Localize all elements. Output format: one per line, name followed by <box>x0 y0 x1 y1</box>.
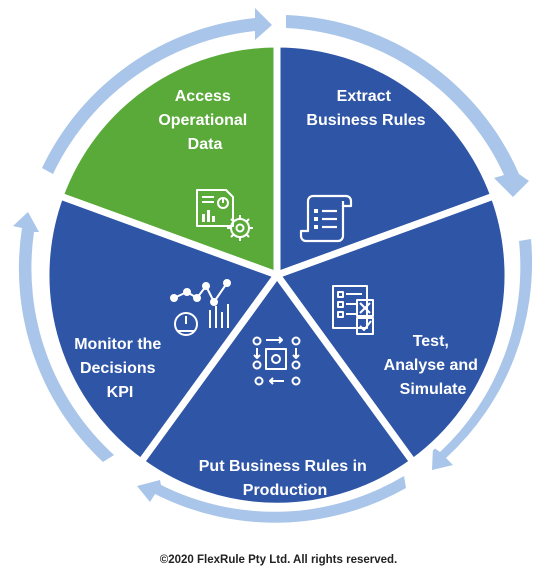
cycle-ring <box>13 8 533 523</box>
label-test-line-2: Analyse and <box>384 357 478 374</box>
segment-extract <box>273 40 498 279</box>
ring-arc-5 <box>42 8 272 174</box>
label-extract-line-1: Extract <box>337 88 392 105</box>
kpi-gauge-icon <box>170 279 231 336</box>
ring-arc-3 <box>137 476 406 523</box>
report-chart-gear-icon <box>196 189 253 241</box>
ring-arc-1 <box>286 15 529 197</box>
segment-monitor <box>42 192 281 466</box>
label-extract: Extract Business Rules <box>306 88 425 129</box>
segment-test <box>273 192 512 466</box>
segment-production <box>137 271 417 510</box>
segment-access <box>56 40 281 279</box>
label-access-line-3: Data <box>188 136 223 153</box>
scroll-list-icon <box>299 194 353 243</box>
label-test: Test, Analyse and Simulate <box>384 333 483 398</box>
label-monitor-line-2: Decisions <box>80 360 156 377</box>
label-monitor-line-1: Monitor the <box>74 336 161 353</box>
deployment-flow-icon <box>252 336 301 386</box>
copyright-text: ©2020 FlexRule Pty Ltd. All rights reser… <box>159 554 398 566</box>
label-monitor-line-3: KPI <box>107 384 134 401</box>
label-production-line-1: Put Business Rules in <box>199 458 367 475</box>
label-test-line-3: Simulate <box>400 381 467 398</box>
checklist-icon <box>332 285 374 335</box>
label-access: Access Operational Data <box>158 88 251 153</box>
label-production: Put Business Rules in Production <box>199 458 372 499</box>
ring-arc-4 <box>13 212 114 462</box>
label-access-line-1: Access <box>175 88 231 105</box>
ring-arc-2 <box>432 239 533 470</box>
label-monitor: Monitor the Decisions KPI <box>74 336 166 401</box>
label-test-line-1: Test, <box>413 333 449 350</box>
label-production-line-2: Production <box>243 482 327 499</box>
label-access-line-2: Operational <box>158 112 247 129</box>
label-extract-line-2: Business Rules <box>306 112 425 129</box>
